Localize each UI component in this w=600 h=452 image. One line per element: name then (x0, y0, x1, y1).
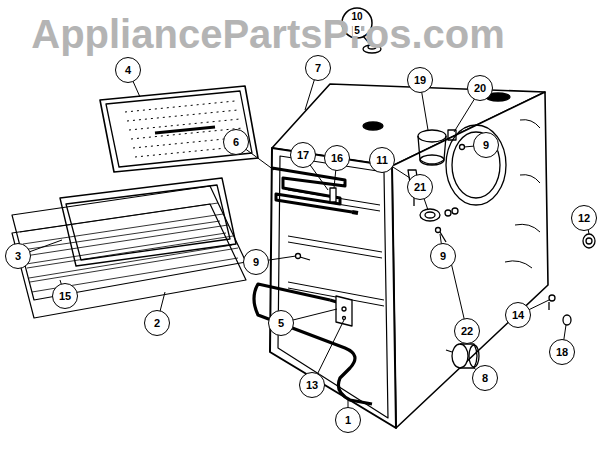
callout-number: 8 (472, 365, 498, 391)
callout-number: 18 (549, 339, 575, 365)
callout-number: 19 (407, 67, 433, 93)
callout-number: 1 (335, 407, 361, 433)
callout-number: 4 (115, 57, 141, 83)
callout-number: 16 (324, 145, 350, 171)
callout-number: 15 (52, 283, 78, 309)
callout-number: 12 (571, 205, 597, 231)
callout-number: 7 (305, 55, 331, 81)
callout-number: 3 (5, 243, 31, 269)
callout-number: 9 (430, 243, 456, 269)
callout-number: 6 (223, 129, 249, 155)
callout-number: 17 (290, 142, 316, 168)
callout-number: 9 (243, 249, 269, 275)
callout-number: 5 (268, 310, 294, 336)
callout-number: 21 (407, 174, 433, 200)
callout-number: 5 (353, 25, 361, 36)
callout-number: 22 (454, 318, 480, 344)
callout-number: 11 (369, 147, 395, 173)
watermark: AppliancePartsPros.com (31, 12, 505, 57)
callout-number: 10 (350, 11, 363, 22)
callout-number: 14 (505, 302, 531, 328)
callout-number: 9 (473, 132, 499, 158)
callout-number: 13 (299, 372, 325, 398)
callout-number: 2 (144, 310, 170, 336)
callout-number: 20 (467, 75, 493, 101)
